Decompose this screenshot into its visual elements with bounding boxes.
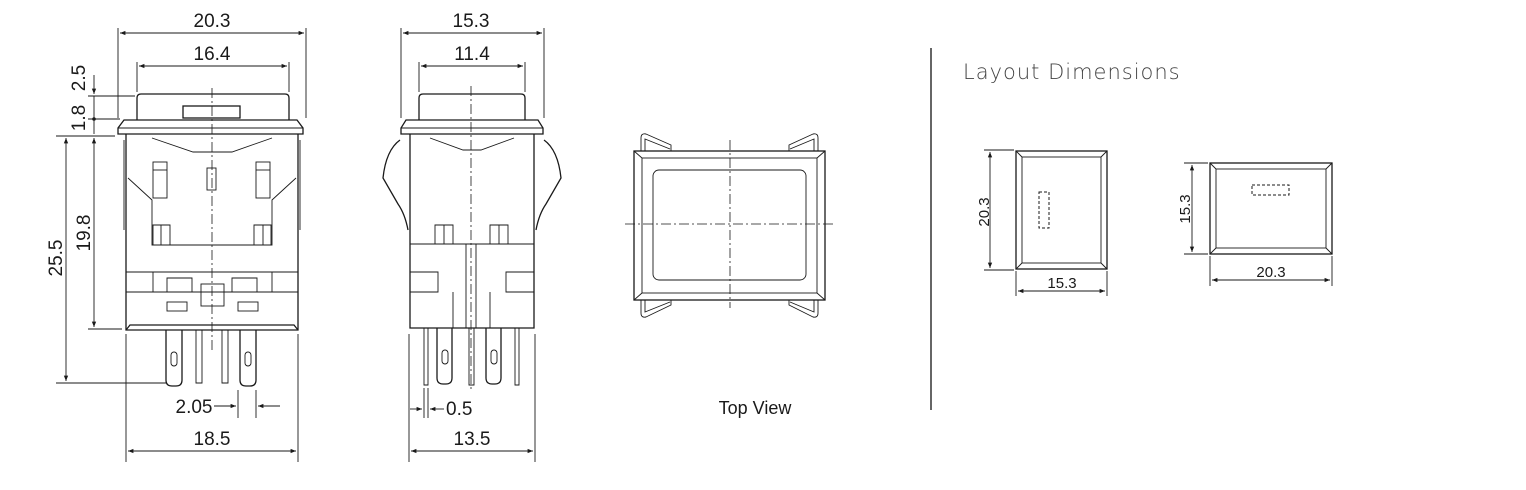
dim-bezel-height: 1.8 — [69, 105, 90, 131]
dim-total-height: 25.5 — [46, 240, 67, 277]
side-view: 15.3 11.4 0.5 13.5 — [382, 11, 562, 462]
layout-portrait-width: 15.3 — [1047, 275, 1076, 292]
top-view-label: Top View — [719, 398, 793, 418]
dim-cap-height: 2.5 — [69, 65, 90, 91]
dim-side-base-width: 13.5 — [454, 429, 491, 450]
dim-pin-pitch: 2.05 — [176, 397, 213, 418]
dim-side-cap-width: 11.4 — [454, 44, 490, 65]
dim-body-height: 19.8 — [74, 215, 95, 252]
layout-landscape-width: 20.3 — [1256, 264, 1285, 281]
section-divider — [930, 48, 932, 410]
dim-cap-width: 16.4 — [194, 44, 231, 65]
dim-overall-width: 20.3 — [194, 11, 231, 32]
layout-landscape-height: 15.3 — [1177, 194, 1194, 223]
layout-dimensions-title: Layout Dimensions — [963, 60, 1181, 84]
layout-portrait-height: 20.3 — [976, 197, 993, 226]
front-view: 20.3 16.4 2.5 1.8 19.8 25.5 2.05 18.5 — [46, 11, 307, 462]
dim-base-width: 18.5 — [194, 429, 231, 450]
dim-side-overall-width: 15.3 — [453, 11, 490, 32]
dim-pin-thickness: 0.5 — [446, 399, 472, 420]
layout-portrait: 20.3 15.3 — [976, 149, 1108, 296]
layout-landscape: 15.3 20.3 — [1177, 162, 1333, 286]
top-view: Top View — [625, 133, 834, 418]
